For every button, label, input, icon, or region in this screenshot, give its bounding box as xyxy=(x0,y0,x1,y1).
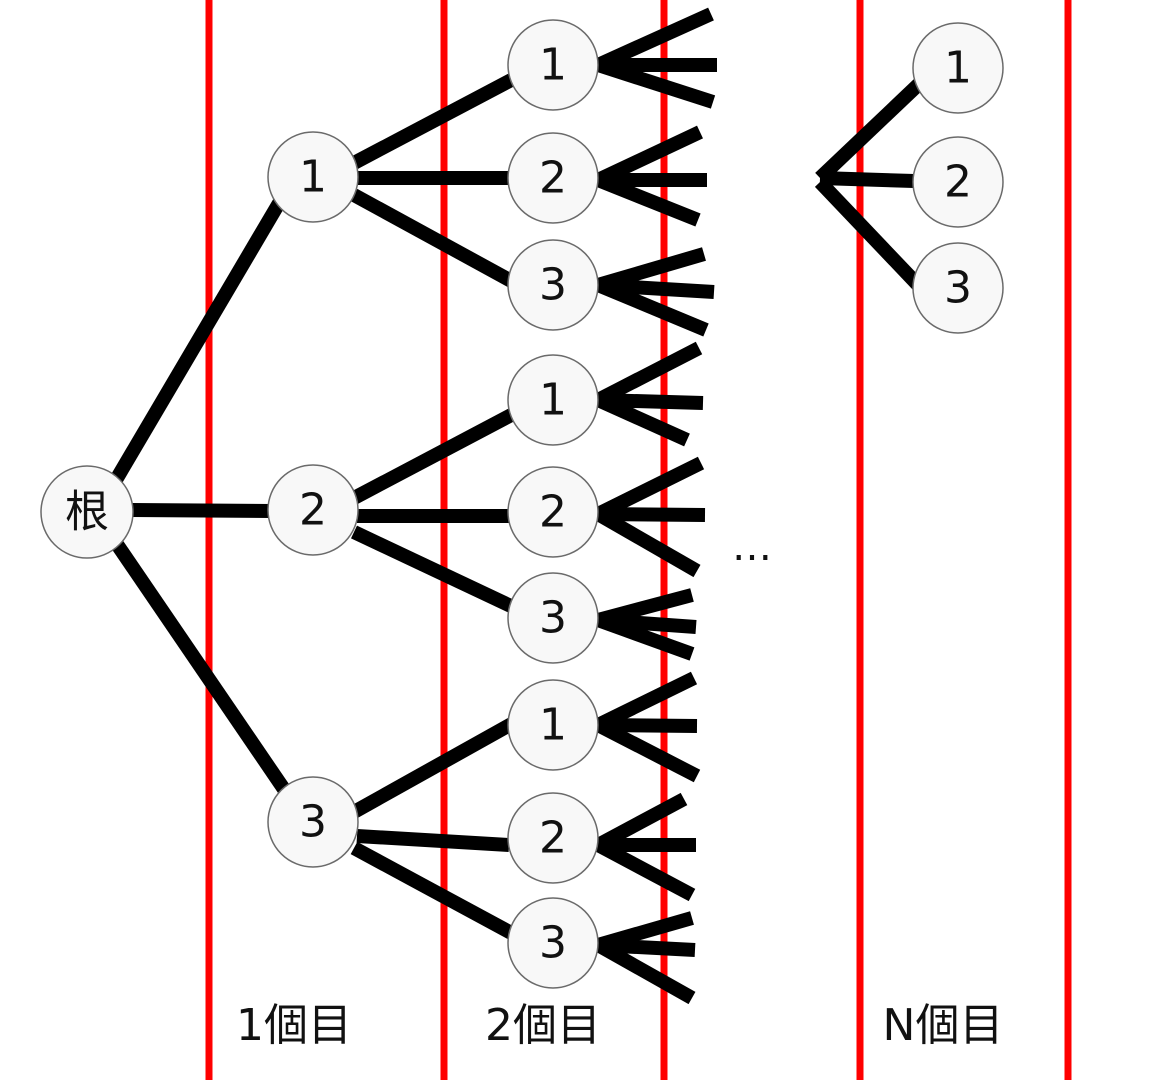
levelN-nodes: 1 2 3 xyxy=(912,22,1004,334)
node-label: 3 xyxy=(944,263,972,314)
node-label: 1 xyxy=(299,152,327,203)
edge xyxy=(594,341,703,407)
edge xyxy=(104,530,296,802)
tree-node: 2 xyxy=(507,132,599,224)
node-circle xyxy=(507,132,599,224)
tree-node: 2 xyxy=(507,466,599,558)
levelN-edges xyxy=(814,77,925,290)
node-circle xyxy=(507,572,599,664)
edge xyxy=(356,829,510,852)
edge xyxy=(595,393,690,447)
node-label: 2 xyxy=(944,157,972,208)
edge xyxy=(594,671,698,732)
level1-edges xyxy=(350,71,519,942)
node-label: 3 xyxy=(539,918,567,969)
tree-node: 2 xyxy=(267,464,359,556)
edge xyxy=(594,792,688,852)
edge xyxy=(595,278,709,337)
edge xyxy=(595,125,703,187)
node-label: 1 xyxy=(539,375,567,426)
tree-node: 1 xyxy=(507,679,599,771)
node-circle xyxy=(507,679,599,771)
edge xyxy=(350,406,519,505)
node-circle xyxy=(267,776,359,868)
root-node-label: 根 xyxy=(65,487,109,538)
column-label-nth: N個目 xyxy=(883,1000,1004,1051)
level1-nodes: 1 2 3 xyxy=(267,131,359,868)
tree-node: 2 xyxy=(912,136,1004,228)
edge xyxy=(594,838,696,902)
tree-node: 1 xyxy=(912,22,1004,114)
node-circle xyxy=(507,897,599,989)
edge xyxy=(597,507,706,522)
node-label: 2 xyxy=(539,487,567,538)
node-circle xyxy=(507,466,599,558)
root-node: 根 xyxy=(40,465,134,559)
tree-node: 1 xyxy=(507,19,599,111)
edge xyxy=(595,58,716,109)
node-circle xyxy=(507,239,599,331)
edge xyxy=(103,194,289,494)
tree-node: 3 xyxy=(507,239,599,331)
column-label-second: 2個目 xyxy=(485,1000,601,1051)
edge xyxy=(594,938,696,1005)
node-label: 2 xyxy=(539,813,567,864)
tree-node: 3 xyxy=(267,776,359,868)
node-circle xyxy=(267,131,359,223)
edge xyxy=(814,177,924,290)
tree-node: 1 xyxy=(267,131,359,223)
edge xyxy=(595,613,695,661)
level2-stub-branches xyxy=(594,7,717,1005)
node-label: 1 xyxy=(539,40,567,91)
tree-node: 3 xyxy=(507,572,599,664)
node-circle xyxy=(507,354,599,446)
edge xyxy=(819,171,915,188)
edge xyxy=(597,718,698,733)
node-label: 1 xyxy=(539,700,567,751)
node-circle xyxy=(912,242,1004,334)
node-label: 1 xyxy=(944,43,972,94)
node-circle xyxy=(912,136,1004,228)
tree-node: 2 xyxy=(507,792,599,884)
root-node-circle xyxy=(40,465,134,559)
edge xyxy=(595,173,701,227)
tree-node: 1 xyxy=(507,354,599,446)
edge xyxy=(594,718,701,783)
column-labels: 1個目 2個目 N個目 xyxy=(236,1000,1003,1051)
edge xyxy=(131,503,273,518)
edge xyxy=(815,77,925,184)
node-circle xyxy=(912,22,1004,114)
node-circle xyxy=(507,19,599,111)
edge xyxy=(350,188,519,290)
edge xyxy=(597,938,696,957)
node-label: 2 xyxy=(299,485,327,536)
edge xyxy=(594,456,705,521)
column-label-first: 1個目 xyxy=(236,1000,352,1051)
tree-node: 3 xyxy=(912,242,1004,334)
node-label: 3 xyxy=(299,797,327,848)
node-circle xyxy=(267,464,359,556)
edge xyxy=(350,841,519,942)
node-circle xyxy=(507,792,599,884)
node-label: 3 xyxy=(539,260,567,311)
tree-node: 3 xyxy=(507,897,599,989)
level2-nodes: 1 2 3 1 2 3 1 2 xyxy=(507,19,599,989)
ellipsis-label: … xyxy=(732,524,772,570)
root-edges xyxy=(103,194,296,802)
edge xyxy=(350,71,519,170)
edge xyxy=(595,7,714,72)
edge xyxy=(351,525,518,615)
node-label: 2 xyxy=(539,153,567,204)
edge xyxy=(350,715,519,819)
node-label: 3 xyxy=(539,593,567,644)
edge xyxy=(594,507,701,578)
